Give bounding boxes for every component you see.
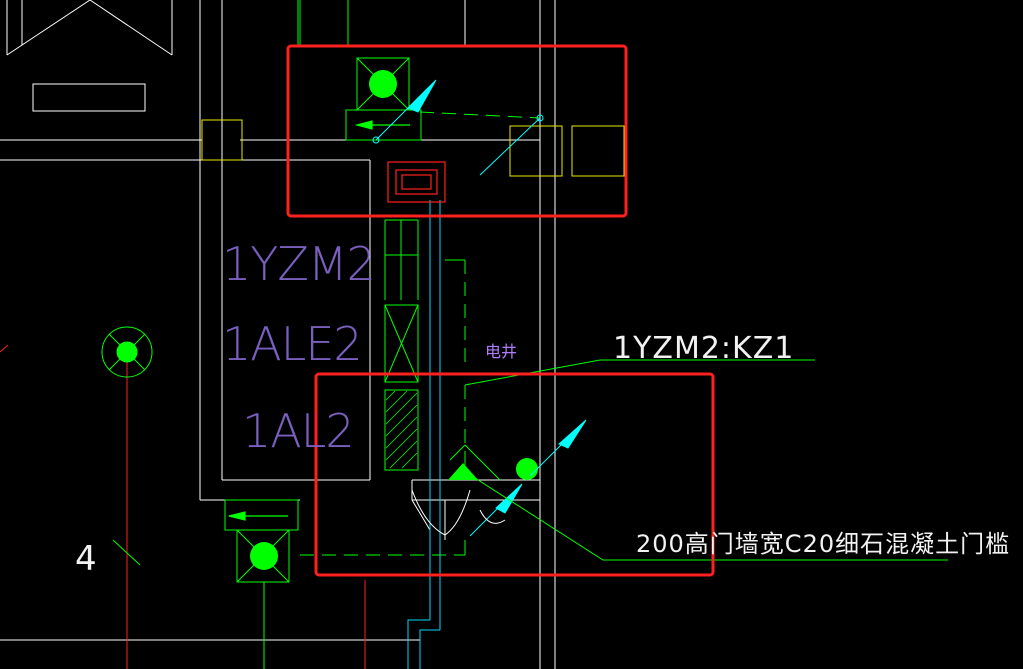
ventilation-fan-icon-lower bbox=[250, 542, 278, 570]
airflow-arrow-icon bbox=[228, 120, 410, 521]
cyan-pipes bbox=[407, 200, 441, 669]
duct-lines bbox=[224, 0, 541, 669]
distribution-panel-icon bbox=[387, 161, 446, 203]
red-lines bbox=[0, 344, 366, 669]
highlight-box-top bbox=[286, 44, 628, 218]
leader-lines bbox=[464, 359, 948, 561]
hatched-block bbox=[385, 390, 418, 469]
ventilation-fan-icon bbox=[369, 70, 397, 98]
room-label-1: 1YZM2 bbox=[222, 237, 375, 291]
cyan-arrow-icons bbox=[372, 79, 587, 537]
axis-label: 4 bbox=[75, 539, 97, 579]
top-left-outline bbox=[0, 0, 202, 161]
door-tag-label: 1YZM2:KZ1 bbox=[613, 331, 794, 366]
highlight-boxes bbox=[286, 44, 715, 577]
highlight-box-bottom bbox=[314, 372, 715, 577]
ceiling-light-icon bbox=[101, 326, 153, 378]
column-boxes bbox=[201, 119, 625, 177]
wall-light-icon bbox=[448, 444, 538, 481]
shaft-label: 电井 bbox=[485, 342, 517, 361]
room-label-2: 1ALE2 bbox=[222, 317, 362, 371]
axis-marker bbox=[112, 539, 141, 566]
door-swing bbox=[411, 489, 506, 540]
room-label-3: 1AL2 bbox=[242, 404, 354, 458]
threshold-note-label: 200高门墙宽C20细石混凝土门槛 bbox=[636, 530, 1010, 558]
